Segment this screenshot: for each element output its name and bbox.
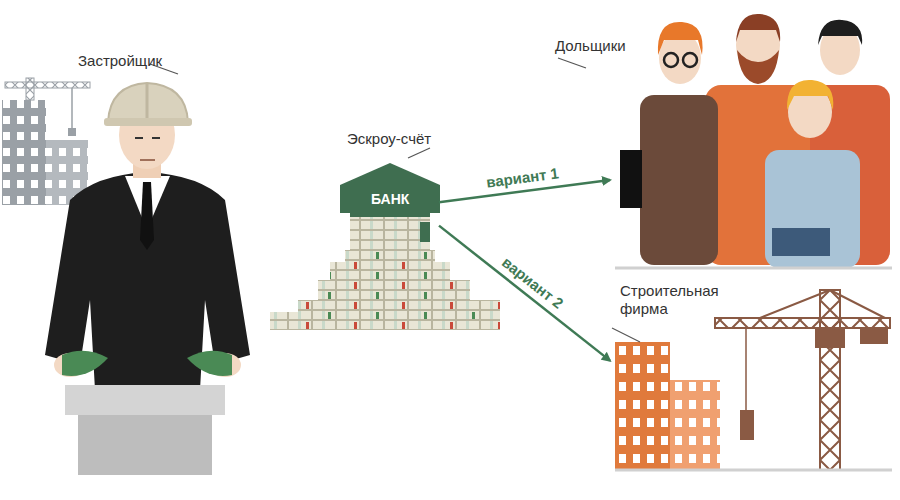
developer-figure (45, 83, 250, 475)
leader-lines (150, 58, 640, 342)
background-buildings (2, 78, 90, 205)
bank-node: Эскроу-счётБАНК (345, 163, 435, 250)
edge-label: вариант 2 (497, 252, 569, 314)
company-node: Строительная фирма (612, 280, 895, 472)
shareholders-node: Дольщики (612, 5, 895, 270)
node-label: Застройщик (78, 52, 162, 70)
node-label: Строительная фирма (620, 282, 730, 318)
arrow-connector (439, 226, 610, 361)
bank-sign: БАНК (371, 190, 409, 208)
developer-node: Застройщик (20, 20, 260, 480)
node-label: Эскроу-счёт (347, 130, 431, 148)
node-label: Дольщики (555, 37, 626, 55)
shareholders-group (615, 14, 892, 268)
